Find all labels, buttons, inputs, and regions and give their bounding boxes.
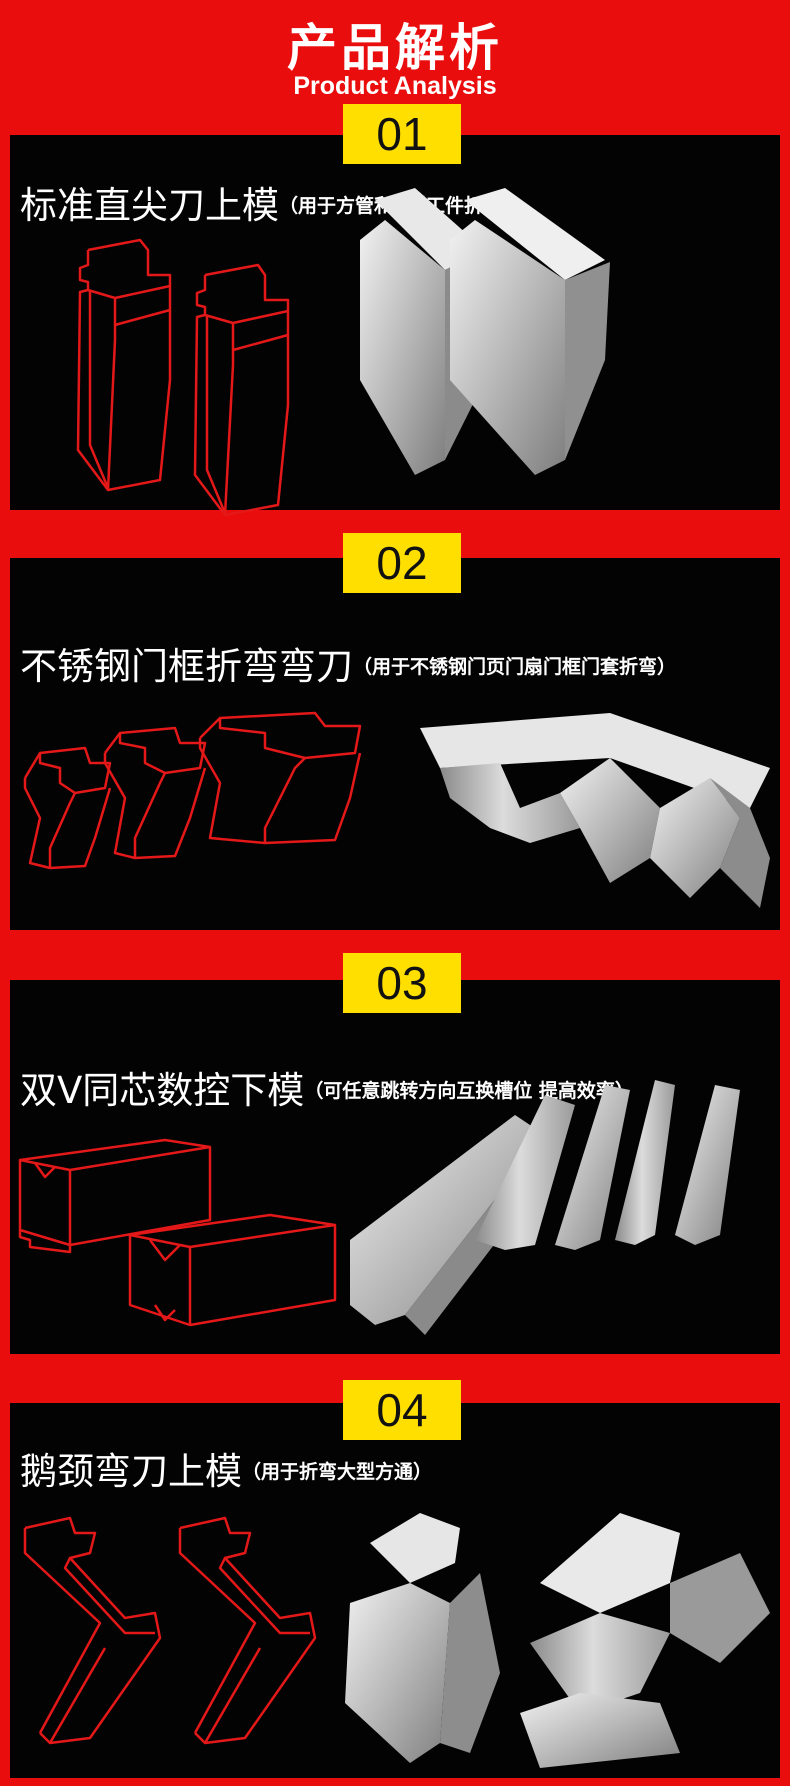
- section-03: 双V同芯数控下模（可任意跳转方向互换槽位 提高效率）: [10, 980, 780, 1354]
- page-subtitle: Product Analysis: [293, 72, 497, 100]
- punch-photo: [360, 188, 610, 475]
- section-02: 不锈钢门框折弯弯刀（用于不锈钢门页门扇门框门套折弯）: [10, 558, 780, 930]
- section-02-name: 不锈钢门框折弯弯刀: [20, 645, 353, 688]
- section-03-title: 双V同芯数控下模（可任意跳转方向互换槽位 提高效率）: [20, 1060, 634, 1114]
- section-02-number: 02: [343, 533, 461, 593]
- section-04-name: 鹅颈弯刀上模: [20, 1450, 242, 1493]
- page-title: 产品解析: [287, 19, 503, 77]
- double-v-die-outline-drawing: [18, 1138, 337, 1327]
- section-01: 标准直尖刀上模（用于方管和C型工件折弯）: [10, 135, 780, 517]
- door-frame-outline-drawing: [23, 711, 362, 870]
- section-03-number: 03: [343, 953, 461, 1013]
- section-04-note: （用于折弯大型方通）: [242, 1461, 433, 1483]
- section-03-note: （可任意跳转方向互换槽位 提高效率）: [304, 1080, 634, 1102]
- section-04: 鹅颈弯刀上模（用于折弯大型方通）: [10, 1403, 780, 1778]
- door-frame-photo: [420, 713, 770, 908]
- page-header: 产品解析 Product Analysis: [0, 0, 790, 100]
- gooseneck-photo: [345, 1513, 770, 1768]
- section-01-number: 01: [343, 104, 461, 164]
- punch-outline-drawing: [76, 238, 290, 517]
- section-03-name: 双V同芯数控下模: [20, 1069, 305, 1112]
- section-04-title: 鹅颈弯刀上模（用于折弯大型方通）: [20, 1441, 432, 1495]
- gooseneck-outline-drawing: [23, 1516, 317, 1745]
- section-04-number: 04: [343, 1380, 461, 1440]
- double-v-die-photo: [350, 1080, 740, 1335]
- section-02-title: 不锈钢门框折弯弯刀（用于不锈钢门页门扇门框门套折弯）: [20, 636, 676, 690]
- section-01-name: 标准直尖刀上模: [20, 184, 279, 227]
- section-02-note: （用于不锈钢门页门扇门框门套折弯）: [353, 656, 677, 678]
